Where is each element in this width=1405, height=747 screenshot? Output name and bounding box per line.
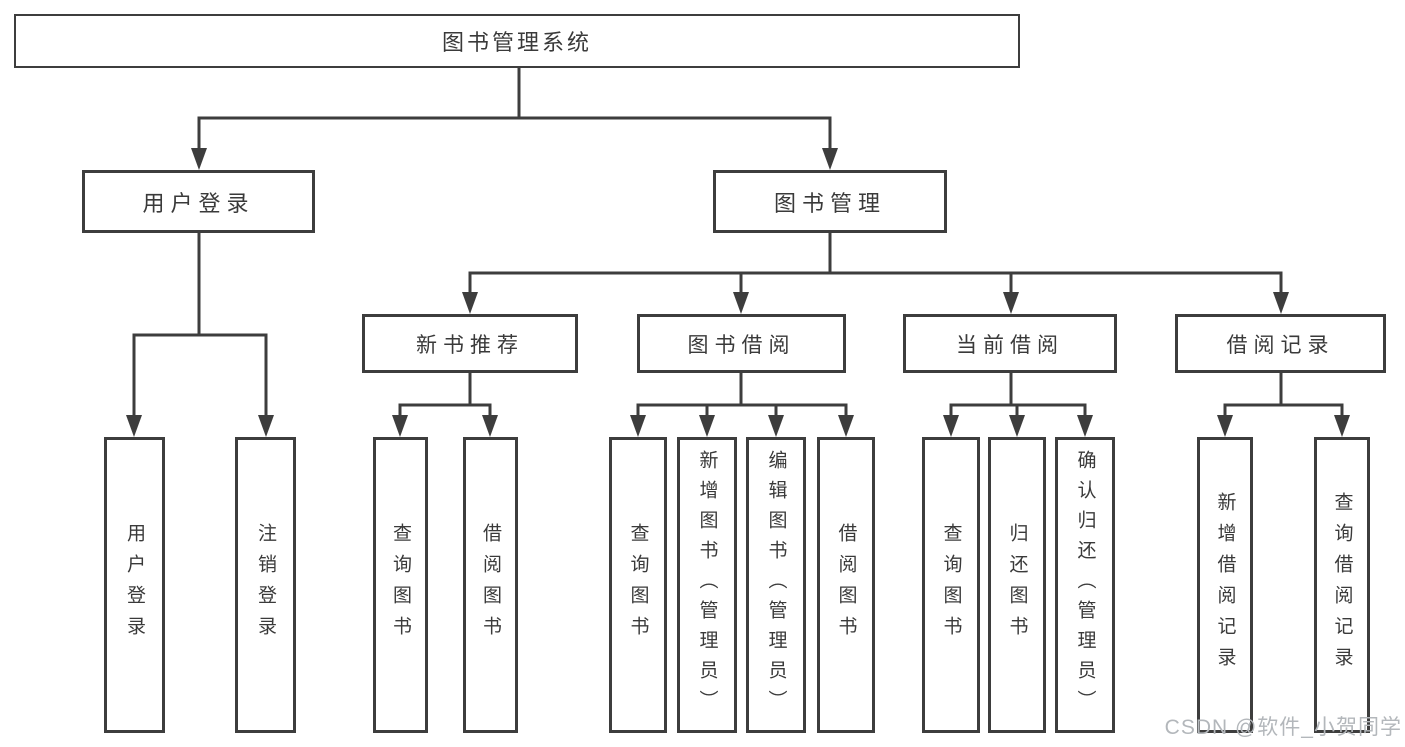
node-new-book-recommend: 新书推荐	[362, 314, 578, 373]
leaf-newbook-borrow-books: 借阅图书	[463, 437, 518, 733]
arrowhead-icon	[126, 415, 142, 437]
leaf-current-confirm-return-admin: 确认归还（管理员）	[1055, 437, 1115, 733]
arrowhead-icon	[838, 415, 854, 437]
arrowhead-icon	[1217, 415, 1233, 437]
arrowhead-icon	[699, 415, 715, 437]
arrowhead-icon	[1334, 415, 1350, 437]
arrowhead-icon	[733, 292, 749, 314]
arrowhead-icon	[392, 415, 408, 437]
leaf-current-query-books: 查询图书	[922, 437, 980, 733]
leaf-records-query-record: 查询借阅记录	[1314, 437, 1370, 733]
leaf-borrow-add-books-admin: 新增图书（管理员）	[677, 437, 737, 733]
arrowhead-icon	[1077, 415, 1093, 437]
arrowhead-icon	[1273, 292, 1289, 314]
leaf-current-return-books: 归还图书	[988, 437, 1046, 733]
node-borrow-records: 借阅记录	[1175, 314, 1386, 373]
leaf-borrow-edit-books-admin: 编辑图书（管理员）	[746, 437, 806, 733]
arrowhead-icon	[462, 292, 478, 314]
arrowhead-icon	[822, 148, 838, 170]
arrowhead-icon	[630, 415, 646, 437]
leaf-borrow-query-books: 查询图书	[609, 437, 667, 733]
node-current-borrow: 当前借阅	[903, 314, 1117, 373]
arrowhead-icon	[943, 415, 959, 437]
node-library-management-system: 图书管理系统	[14, 14, 1020, 68]
node-book-borrow: 图书借阅	[637, 314, 846, 373]
arrowhead-icon	[768, 415, 784, 437]
leaf-records-add-record: 新增借阅记录	[1197, 437, 1253, 733]
leaf-borrow-borrow-books: 借阅图书	[817, 437, 875, 733]
node-book-management: 图书管理	[713, 170, 947, 233]
arrowhead-icon	[1003, 292, 1019, 314]
arrowhead-icon	[482, 415, 498, 437]
leaf-user-login: 用户登录	[104, 437, 165, 733]
leaf-logout: 注销登录	[235, 437, 296, 733]
arrowhead-icon	[191, 148, 207, 170]
csdn-watermark: CSDN @软件_小贺同学	[1164, 716, 1402, 739]
leaf-newbook-query-books: 查询图书	[373, 437, 428, 733]
node-user-login: 用户登录	[82, 170, 315, 233]
arrowhead-icon	[258, 415, 274, 437]
arrowhead-icon	[1009, 415, 1025, 437]
